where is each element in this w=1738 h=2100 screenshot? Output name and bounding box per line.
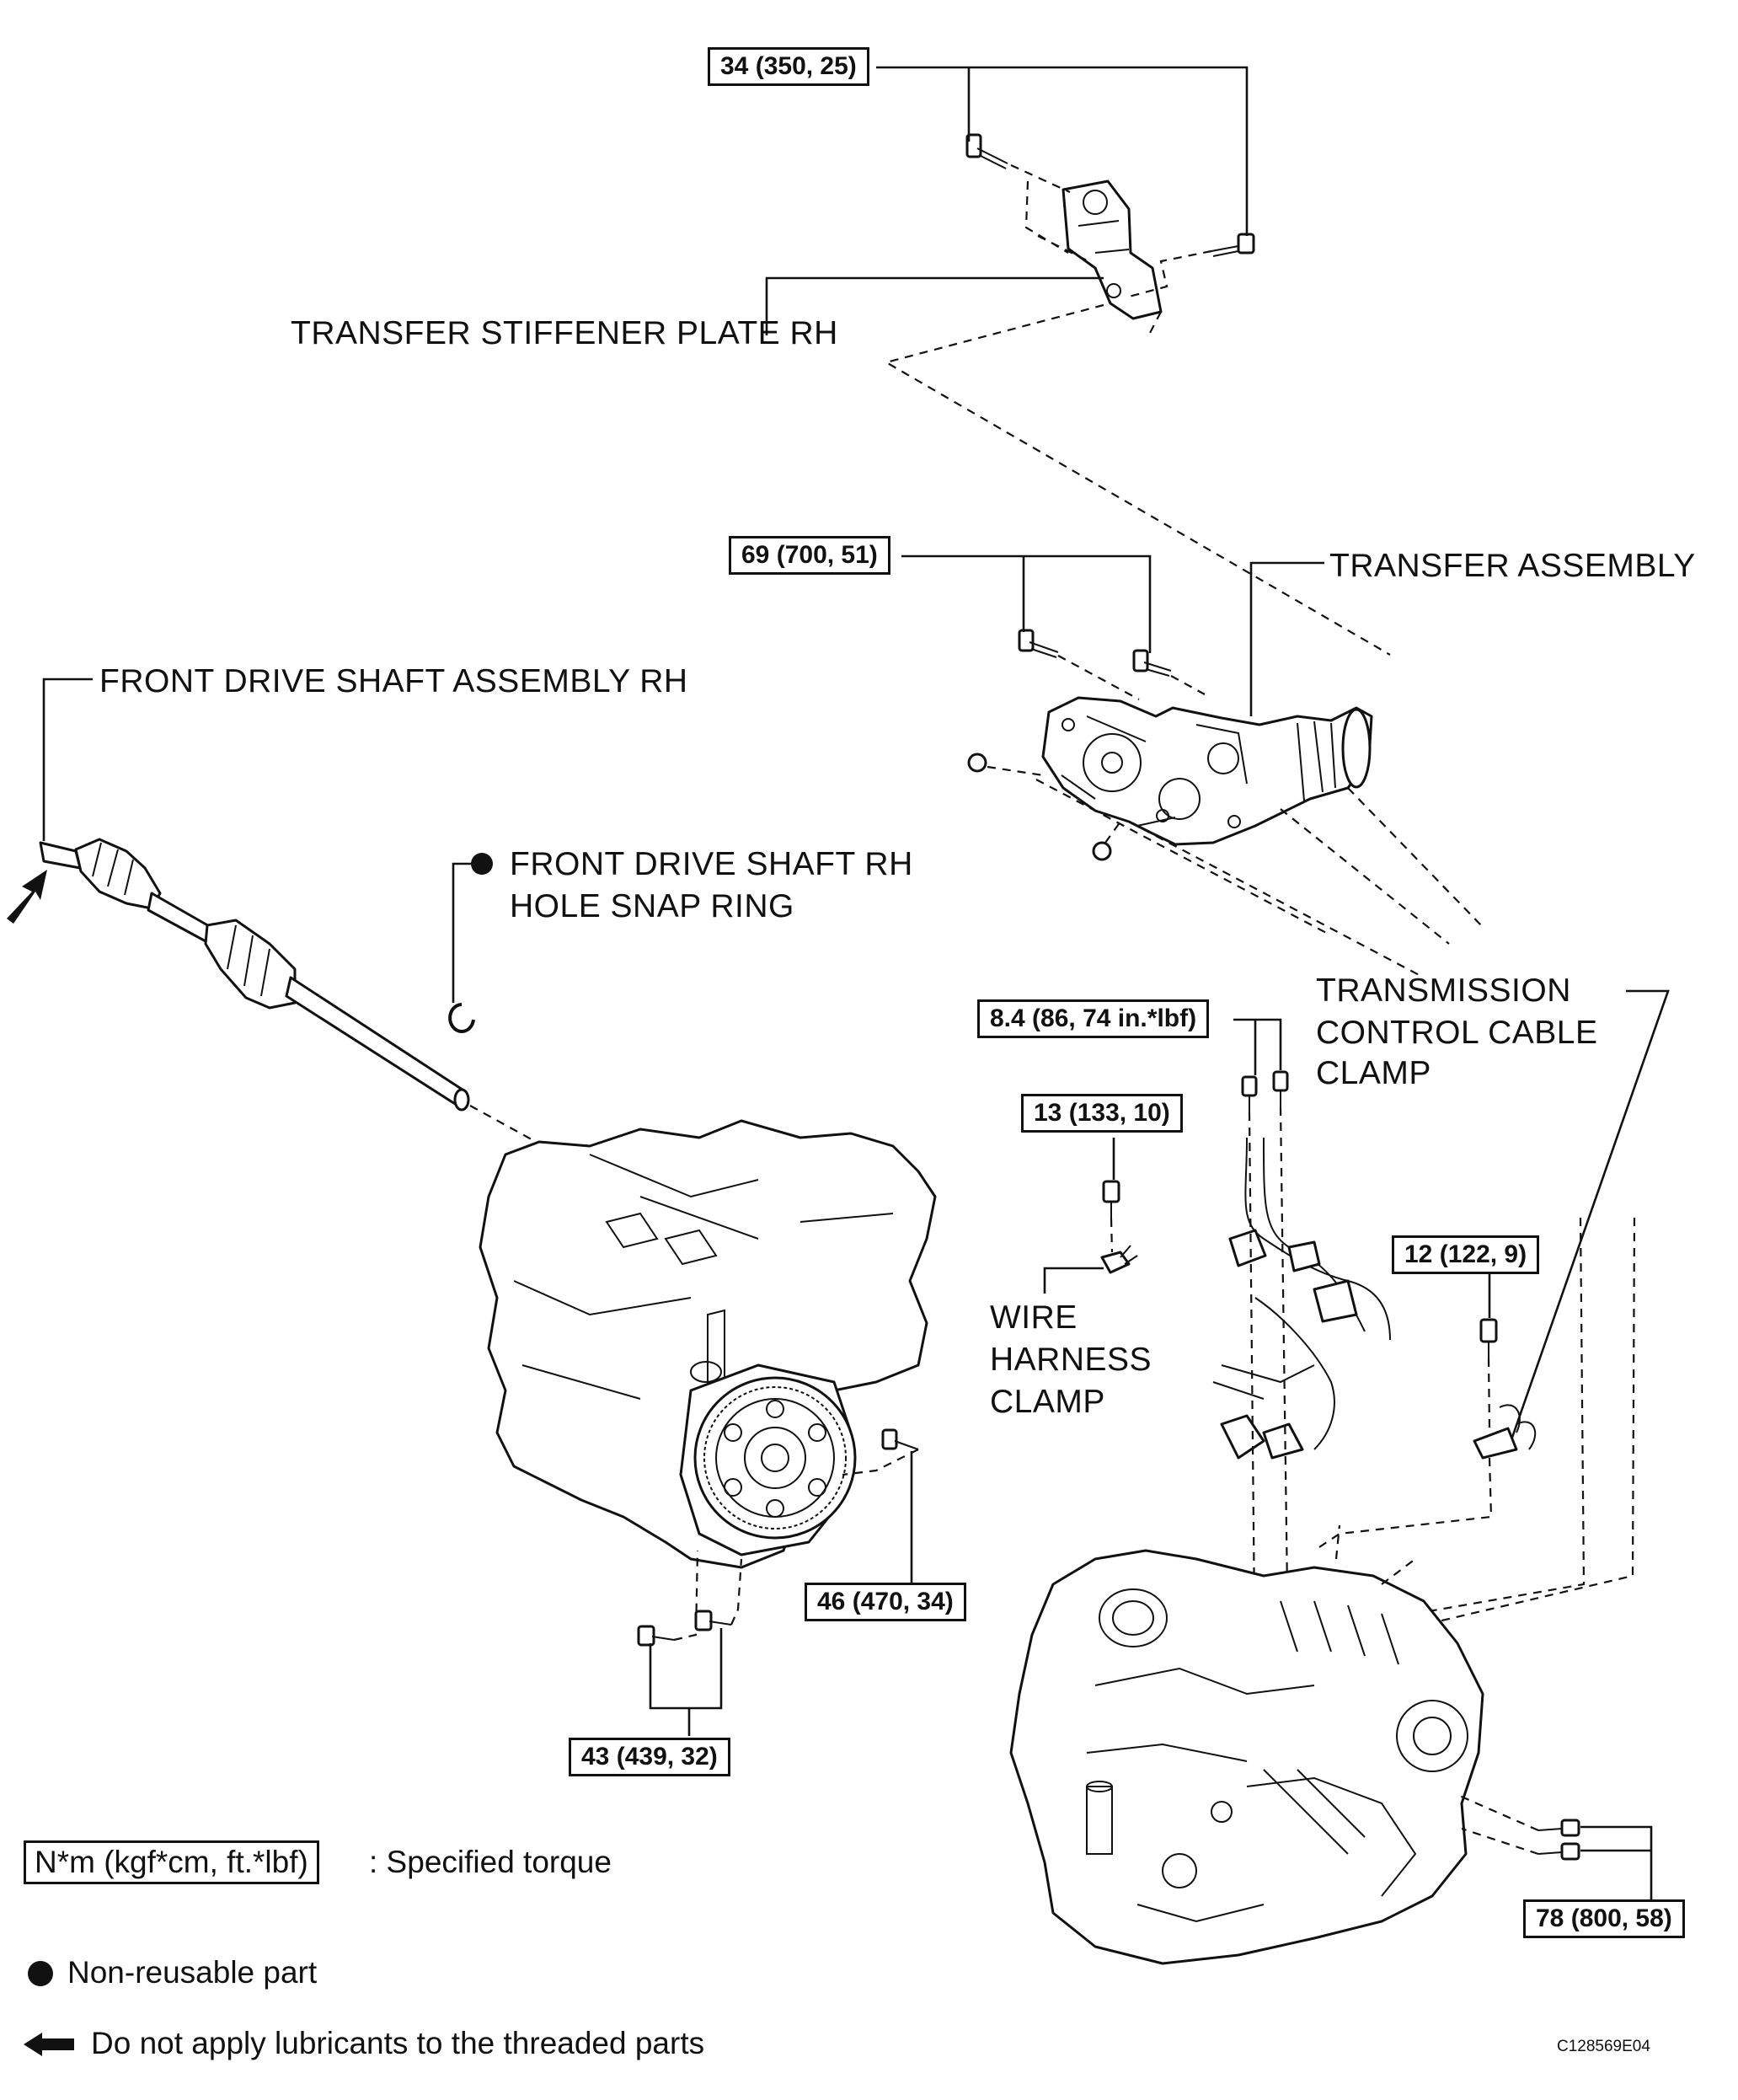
legend-no-lubricant-text: Do not apply lubricants to the threaded …: [91, 2026, 705, 2060]
control-cable-clamp-label-line2: CONTROL CABLE: [1316, 1015, 1598, 1051]
torque-box-transfer: 69 (700, 51): [729, 536, 890, 575]
wire-harness-clamp-label-line2: HARNESS: [990, 1342, 1152, 1378]
wire-harness-clamp-drawing: [1100, 1245, 1138, 1274]
non-reusable-mark-icon: [471, 853, 493, 875]
transaxle-bolts: [1537, 1819, 1580, 1861]
transaxle-drawing: [1009, 1549, 1484, 1965]
stiffener-bolt-right: [1211, 233, 1255, 257]
no-lubricant-arrow-icon: [7, 870, 47, 924]
control-cable-clamp-drawing: [1473, 1404, 1537, 1460]
engine-lower-bolts: [637, 1610, 732, 1647]
transfer-bolt-left: [1018, 629, 1059, 658]
legend-non-reusable-text: Non-reusable part: [67, 1955, 318, 1990]
torque-box-control-cable-clamp: 12 (122, 9): [1392, 1235, 1540, 1274]
front-drive-shaft-drawing: [39, 838, 470, 1112]
snap-ring-label-line2: HOLE SNAP RING: [510, 888, 794, 924]
wire-harness-clamp-label-line3: CLAMP: [990, 1384, 1105, 1420]
snap-ring-label-line1: FRONT DRIVE SHAFT RH: [510, 846, 913, 882]
stiffener-bolt-left: [965, 133, 1008, 169]
legend-torque-unit-text: : Specified torque: [369, 1845, 612, 1879]
control-cable-clamp-label-line3: CLAMP: [1316, 1055, 1431, 1091]
wire-harness-drawing: [1212, 1137, 1391, 1460]
legend-non-reusable-icon: [28, 1961, 53, 1986]
figure-code: C128569E04: [1557, 2038, 1650, 2055]
front-drive-shaft-assembly-rh-label: FRONT DRIVE SHAFT ASSEMBLY RH: [99, 663, 688, 699]
harness-clamp-bolt: [1102, 1180, 1120, 1219]
transfer-stud-nuts: [967, 753, 1112, 861]
transfer-assembly-drawing: [1041, 696, 1373, 846]
transfer-stiffener-plate-rh-label: TRANSFER STIFFENER PLATE RH: [291, 315, 838, 351]
torque-box-flywheel-side: 46 (470, 34): [805, 1583, 966, 1621]
control-cable-clamp-bolt: [1479, 1318, 1498, 1358]
torque-box-harness-clamp: 13 (133, 10): [1021, 1094, 1183, 1133]
flywheel-drawing: [679, 1363, 857, 1556]
legend-no-lubricant-arrow-icon: [24, 2033, 74, 2056]
transfer-stiffener-plate-drawing: [1062, 179, 1163, 320]
transfer-assembly-label: TRANSFER ASSEMBLY: [1329, 548, 1696, 584]
control-cable-clamp-label-line1: TRANSMISSION: [1316, 972, 1571, 1009]
flywheel-side-bolt: [881, 1428, 919, 1450]
torque-box-cable-clamp: 8.4 (86, 74 in.*lbf): [977, 999, 1210, 1038]
transfer-bolt-right: [1132, 649, 1172, 677]
torque-box-stiffener: 34 (350, 25): [708, 47, 869, 86]
torque-box-engine-lower: 43 (439, 32): [569, 1738, 730, 1776]
cable-clamp-bolts: [1241, 1070, 1289, 1112]
snap-ring-drawing: [448, 1003, 475, 1033]
torque-box-transaxle: 78 (800, 58): [1523, 1899, 1685, 1938]
wire-harness-clamp-label-line1: WIRE: [990, 1299, 1078, 1336]
legend-torque-unit-box: N*m (kgf*cm, ft.*lbf): [24, 1840, 319, 1884]
